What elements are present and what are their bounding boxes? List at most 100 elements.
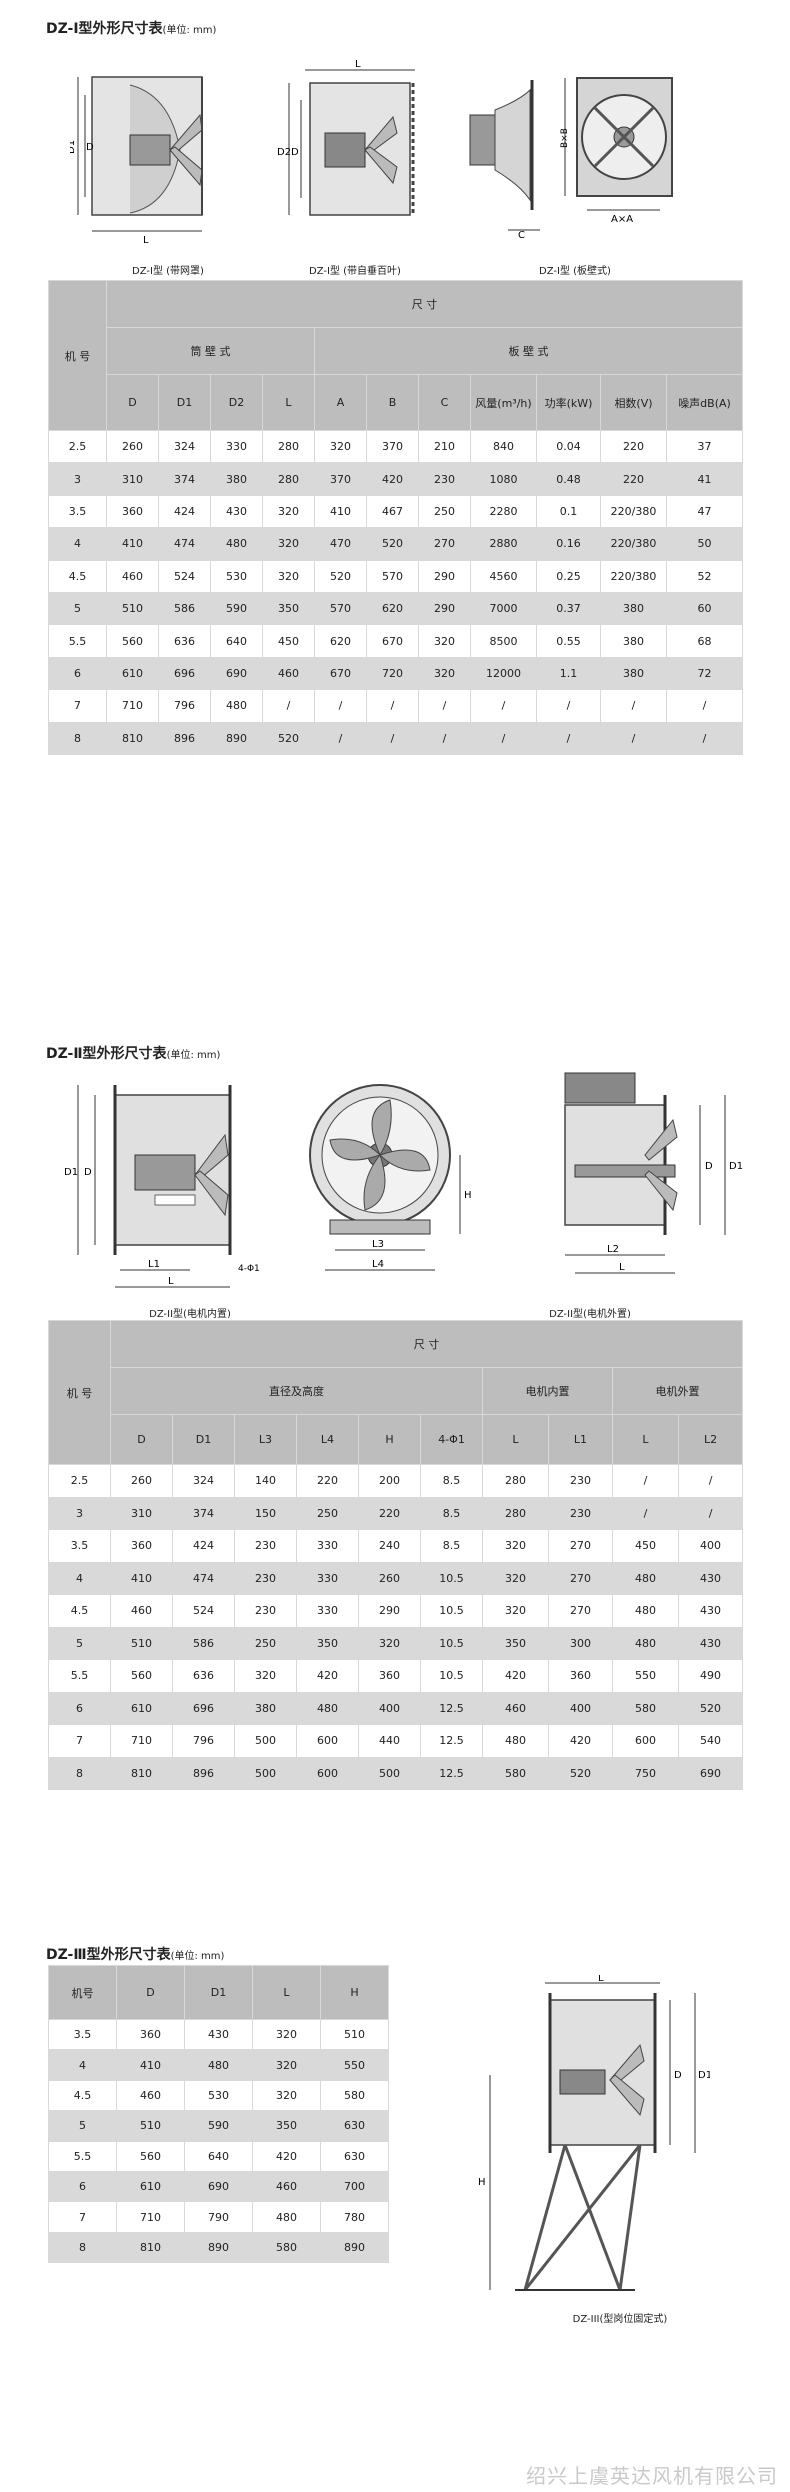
table2-cell: 600 [296, 1756, 359, 1790]
table3-cell: 4.5 [48, 2079, 117, 2112]
table1-col-header: D [106, 374, 159, 431]
table2-cell: 710 [110, 1724, 173, 1758]
table3-cell: 510 [320, 2018, 389, 2051]
table1-cell: 320 [262, 559, 315, 593]
table2-cell: / [612, 1464, 679, 1498]
table1-cell: 380 [600, 591, 667, 626]
table1-col-header: D1 [158, 374, 211, 431]
table1-cell: 52 [665, 559, 744, 593]
table1-cell: 2880 [470, 527, 537, 561]
table2-cell: 690 [677, 1756, 744, 1790]
table2-cell: 400 [677, 1529, 744, 1563]
fig7-label-l: L [619, 1262, 625, 1273]
table2-cell: 430 [677, 1561, 744, 1595]
table1-cell: 590 [210, 591, 263, 626]
table2-cell: 8.5 [420, 1496, 483, 1530]
table1-cell: 37 [665, 429, 744, 464]
fig5-label-d1: D1 [64, 1167, 78, 1178]
table3-cell: 3.5 [48, 2018, 117, 2051]
table3-cell: 610 [116, 2170, 185, 2203]
table2-cell: 320 [234, 1659, 297, 1693]
table2-cell: 3 [48, 1496, 111, 1530]
table2-cell: 220 [358, 1496, 421, 1530]
fan-round-front-drawing: H L3 L4 [309, 1084, 472, 1271]
fig7-label-d: D [705, 1161, 713, 1172]
table2-cell: 480 [296, 1691, 359, 1725]
table1-header-size: 尺 寸 [105, 280, 744, 328]
fan-board-front-drawing: B×B A×A [560, 77, 673, 225]
fig3-label-c: C [518, 230, 525, 240]
table3-cell: 510 [116, 2110, 185, 2142]
table1-cell: 41 [665, 462, 744, 496]
table1-cell: 7 [48, 689, 107, 723]
fig7-label-l2: L2 [607, 1244, 619, 1255]
table2-cell: 380 [234, 1691, 297, 1725]
table3-cell: 460 [116, 2079, 185, 2112]
table2-cell: 230 [234, 1594, 297, 1628]
fig4-label-bxb: B×B [560, 128, 570, 148]
table2-cell: 250 [234, 1626, 297, 1660]
table2-cell: 600 [612, 1724, 679, 1758]
table1-cell: 696 [158, 656, 211, 691]
section2-caption-2: DZ-II型(电机外置) [549, 1309, 631, 1320]
table2-cell: 240 [358, 1529, 421, 1563]
table2-header-model: 机 号 [48, 1320, 111, 1465]
table2-cell: 10.5 [420, 1659, 483, 1693]
table1-header-tube: 筒 壁 式 [106, 327, 315, 375]
fig4-label-axa: A×A [611, 214, 633, 225]
table2-cell: 12.5 [420, 1756, 483, 1790]
table1-col-header: D2 [210, 374, 263, 431]
table1-cell: 220/380 [600, 559, 667, 593]
table1-cell: 670 [314, 656, 367, 691]
table1-col-header: 功率(kW) [536, 374, 601, 431]
table2-cell: 2.5 [48, 1464, 111, 1498]
table1-cell: 610 [106, 656, 159, 691]
section1-caption-2: DZ-Ⅰ型 (带自垂百叶) [309, 266, 401, 277]
table2-cell: 10.5 [420, 1561, 483, 1595]
table2-cell: / [677, 1496, 744, 1530]
table1-cell: 586 [158, 591, 211, 626]
table3-cell: 320 [252, 2079, 321, 2112]
fan-stand-mounted-drawing: L D D1 H [478, 1975, 710, 2291]
table1-cell: 7000 [470, 591, 537, 626]
table1-cell: / [600, 689, 667, 723]
table3-cell: 580 [320, 2079, 389, 2112]
table2-cell: 280 [482, 1464, 549, 1498]
table3-cell: 320 [252, 2049, 321, 2081]
table3-cell: 460 [252, 2170, 321, 2203]
table3-cell: 530 [184, 2079, 253, 2112]
table1-cell: 474 [158, 527, 211, 561]
table2-header-group2: 电机内置 [482, 1367, 613, 1415]
table3-cell: 350 [252, 2110, 321, 2142]
table2-cell: 480 [612, 1626, 679, 1660]
table2-cell: 220 [296, 1464, 359, 1498]
table1-header-model: 机 号 [48, 280, 107, 431]
table3-cell: 580 [252, 2231, 321, 2264]
table3-cell: 480 [184, 2049, 253, 2081]
table1-cell: 840 [470, 429, 537, 464]
table1-cell: 0.04 [536, 429, 601, 464]
table2-cell: 260 [110, 1464, 173, 1498]
table2-cell: 360 [548, 1659, 613, 1693]
table2-col-header: L2 [677, 1414, 744, 1465]
table2-cell: 330 [296, 1561, 359, 1595]
table3-cell: 790 [184, 2201, 253, 2233]
table3-cell: 710 [116, 2201, 185, 2233]
table1-cell: / [536, 689, 601, 723]
fig5-label-l: L [168, 1276, 174, 1287]
table1-cell: 460 [262, 656, 315, 691]
fig1-label-l: L [143, 235, 149, 245]
fig1-label-d1: D1 [70, 140, 77, 154]
table1-col-header: 相数(V) [600, 374, 667, 431]
table2-col-header: D [110, 1414, 173, 1465]
table1-cell: 8 [48, 721, 107, 755]
company-watermark: 绍兴上虞英达风机有限公司 [526, 2464, 778, 2488]
